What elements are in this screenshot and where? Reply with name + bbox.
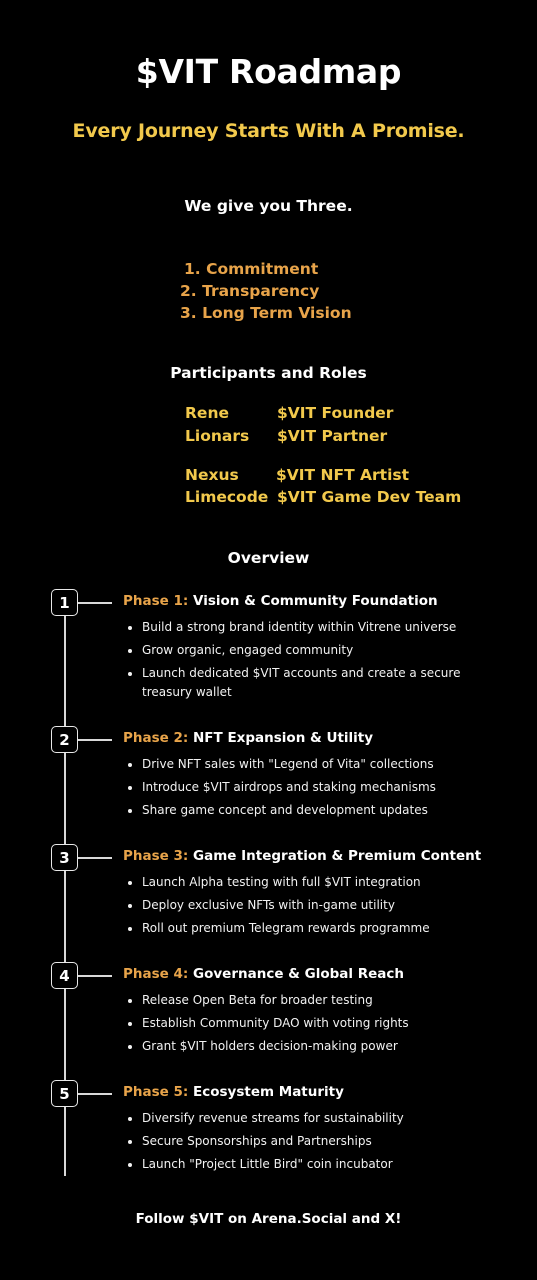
phase-item: Launch dedicated $VIT accounts and creat… [128, 664, 468, 701]
role-name: Limecode [185, 488, 269, 506]
page-subtitle: Every Journey Starts With A Promise. [72, 120, 465, 142]
roles-heading: Participants and Roles [170, 364, 367, 382]
phase-title: Phase 3: Game Integration & Premium Cont… [123, 848, 481, 864]
phase-item: Launch "Project Little Bird" coin incuba… [128, 1155, 468, 1174]
phase-number-badge: 2 [51, 726, 78, 753]
phase-item: Secure Sponsorships and Partnerships [128, 1132, 468, 1151]
timeline-connector [78, 1093, 112, 1095]
phase-item-list: Drive NFT sales with "Legend of Vita" co… [128, 755, 468, 824]
timeline-line [64, 596, 66, 1176]
phase-label: Phase 4: [123, 966, 189, 982]
role-title: $VIT NFT Artist [276, 466, 410, 484]
phase-title: Phase 2: NFT Expansion & Utility [123, 730, 373, 746]
phase-item: Diversify revenue streams for sustainabi… [128, 1109, 468, 1128]
phase-item: Grant $VIT holders decision-making power [128, 1037, 468, 1056]
phase-name: Governance & Global Reach [188, 966, 405, 982]
phase-number-badge: 3 [51, 844, 78, 871]
timeline-connector [78, 739, 112, 741]
phase-label: Phase 5: [123, 1084, 189, 1100]
phase-title: Phase 4: Governance & Global Reach [123, 966, 404, 982]
phase-number-badge: 5 [51, 1080, 78, 1107]
phase-name: Ecosystem Maturity [188, 1084, 344, 1100]
phase-item-list: Build a strong brand identity within Vit… [128, 618, 468, 706]
overview-heading: Overview [227, 549, 310, 567]
promise-item: 3. Long Term Vision [180, 304, 352, 322]
footer-text: Follow $VIT on Arena.Social and X! [135, 1211, 402, 1227]
promise-item: 2. Transparency [180, 282, 320, 300]
phase-item-list: Diversify revenue streams for sustainabi… [128, 1109, 468, 1178]
phase-label: Phase 2: [123, 730, 189, 746]
phase-number-badge: 1 [51, 589, 78, 616]
timeline-connector [78, 857, 112, 859]
phase-title: Phase 1: Vision & Community Foundation [123, 593, 438, 609]
phase-item: Grow organic, engaged community [128, 641, 468, 660]
role-name: Lionars [185, 427, 250, 445]
phase-name: Game Integration & Premium Content [188, 848, 482, 864]
phase-item: Deploy exclusive NFTs with in-game utili… [128, 896, 468, 915]
promise-list: 1. Commitment 2. Transparency 3. Long Te… [180, 258, 352, 324]
role-name: Rene [185, 404, 229, 422]
phase-item-list: Launch Alpha testing with full $VIT inte… [128, 873, 468, 942]
page-title: $VIT Roadmap [135, 52, 402, 91]
promise-item: 1. Commitment [184, 260, 319, 278]
phase-item: Roll out premium Telegram rewards progra… [128, 919, 468, 938]
phase-title: Phase 5: Ecosystem Maturity [123, 1084, 344, 1100]
phase-label: Phase 3: [123, 848, 189, 864]
phase-item: Share game concept and development updat… [128, 801, 468, 820]
phase-name: Vision & Community Foundation [188, 593, 438, 609]
timeline-connector [78, 602, 112, 604]
phase-item: Release Open Beta for broader testing [128, 991, 468, 1010]
role-title: $VIT Partner [277, 427, 388, 445]
phase-item-list: Release Open Beta for broader testing Es… [128, 991, 468, 1060]
phase-label: Phase 1: [123, 593, 189, 609]
role-name: Nexus [185, 466, 239, 484]
phase-item: Establish Community DAO with voting righ… [128, 1014, 468, 1033]
phase-item: Introduce $VIT airdrops and staking mech… [128, 778, 468, 797]
role-title: $VIT Founder [277, 404, 394, 422]
phase-number-badge: 4 [51, 962, 78, 989]
phase-item: Drive NFT sales with "Legend of Vita" co… [128, 755, 468, 774]
phase-item: Build a strong brand identity within Vit… [128, 618, 468, 637]
role-title: $VIT Game Dev Team [277, 488, 462, 506]
phase-name: NFT Expansion & Utility [188, 730, 374, 746]
phase-item: Launch Alpha testing with full $VIT inte… [128, 873, 468, 892]
timeline-connector [78, 975, 112, 977]
intro-text: We give you Three. [184, 197, 353, 215]
